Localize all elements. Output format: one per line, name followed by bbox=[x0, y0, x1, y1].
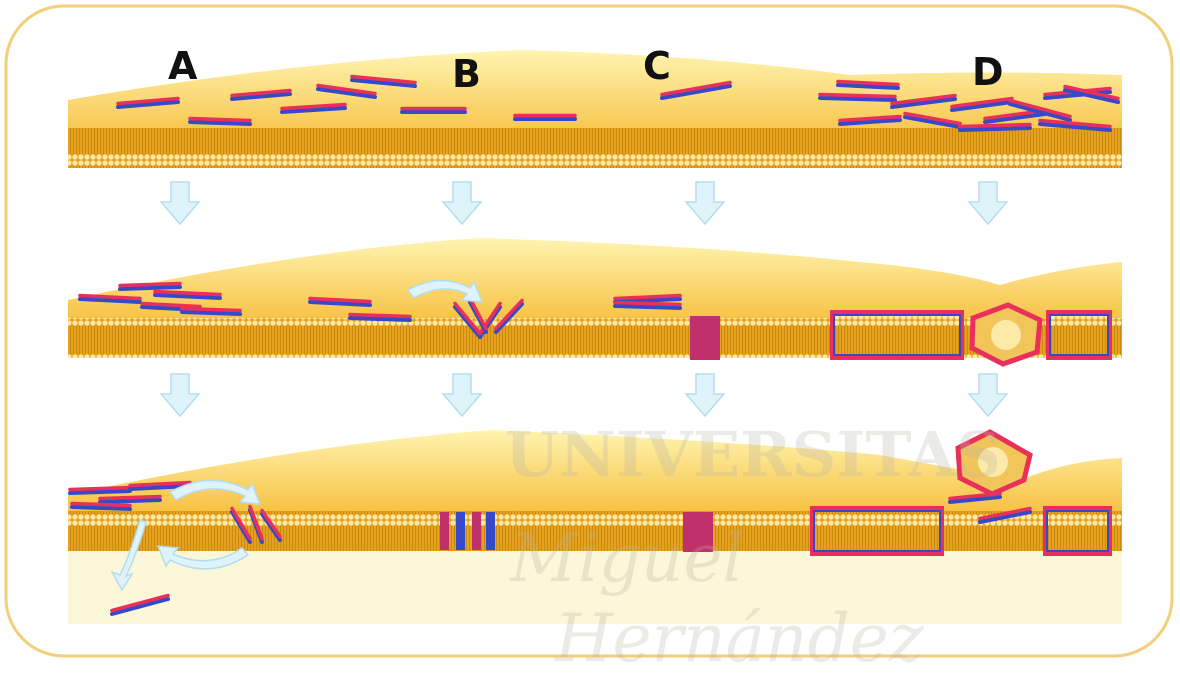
channel-c-stage2 bbox=[690, 316, 720, 360]
carpet-d-stage2-left bbox=[832, 312, 962, 358]
peptide-stage2-1 bbox=[120, 284, 180, 290]
lipid-bilayer-1 bbox=[68, 128, 1122, 168]
column-label-a: A bbox=[168, 44, 198, 88]
peptide-stage2-3 bbox=[155, 292, 220, 299]
peptide-stage1-8 bbox=[515, 116, 575, 120]
diagram-canvas bbox=[0, 0, 1180, 662]
peptide-stage3-2 bbox=[100, 497, 160, 503]
peptide-stage3-4 bbox=[72, 504, 130, 510]
peptide-stage2-2 bbox=[80, 296, 140, 303]
carpet-d-stage2-right bbox=[1048, 312, 1110, 358]
micelle-core-d-released bbox=[978, 447, 1008, 477]
lipid-bilayer-3 bbox=[68, 511, 1122, 551]
pore-b-stave-2 bbox=[456, 512, 465, 550]
micelle-core-d-stage2 bbox=[991, 320, 1021, 350]
peptide-stage3-1 bbox=[70, 488, 130, 494]
peptide-stage2-5 bbox=[182, 309, 240, 315]
peptide-stage2-6 bbox=[310, 299, 370, 306]
pore-b-stave-4 bbox=[486, 512, 495, 550]
peptide-stage1-20 bbox=[960, 125, 1030, 131]
peptide-stage1-2 bbox=[190, 119, 250, 125]
peptide-stage1-10 bbox=[820, 95, 895, 101]
membrane-peptide-diagram: UNIVERSITAS Miguel Hernández A B C D bbox=[0, 0, 1180, 662]
peptide-stage2-9 bbox=[615, 303, 680, 309]
carpet-d-stage3-right bbox=[1045, 508, 1110, 554]
pore-b-stave-1 bbox=[440, 512, 449, 550]
peptide-stage2-8 bbox=[615, 296, 680, 303]
column-label-d: D bbox=[972, 50, 1005, 94]
column-label-b: B bbox=[452, 52, 482, 96]
peptide-stage2-7 bbox=[350, 315, 410, 321]
peptide-stage1-7 bbox=[402, 109, 465, 113]
pore-b-stave-3 bbox=[472, 512, 481, 550]
channel-c-stage3 bbox=[683, 512, 713, 552]
carpet-d-stage3-left bbox=[812, 508, 942, 554]
peptide-stage1-11 bbox=[838, 82, 898, 89]
column-label-c: C bbox=[643, 44, 672, 88]
